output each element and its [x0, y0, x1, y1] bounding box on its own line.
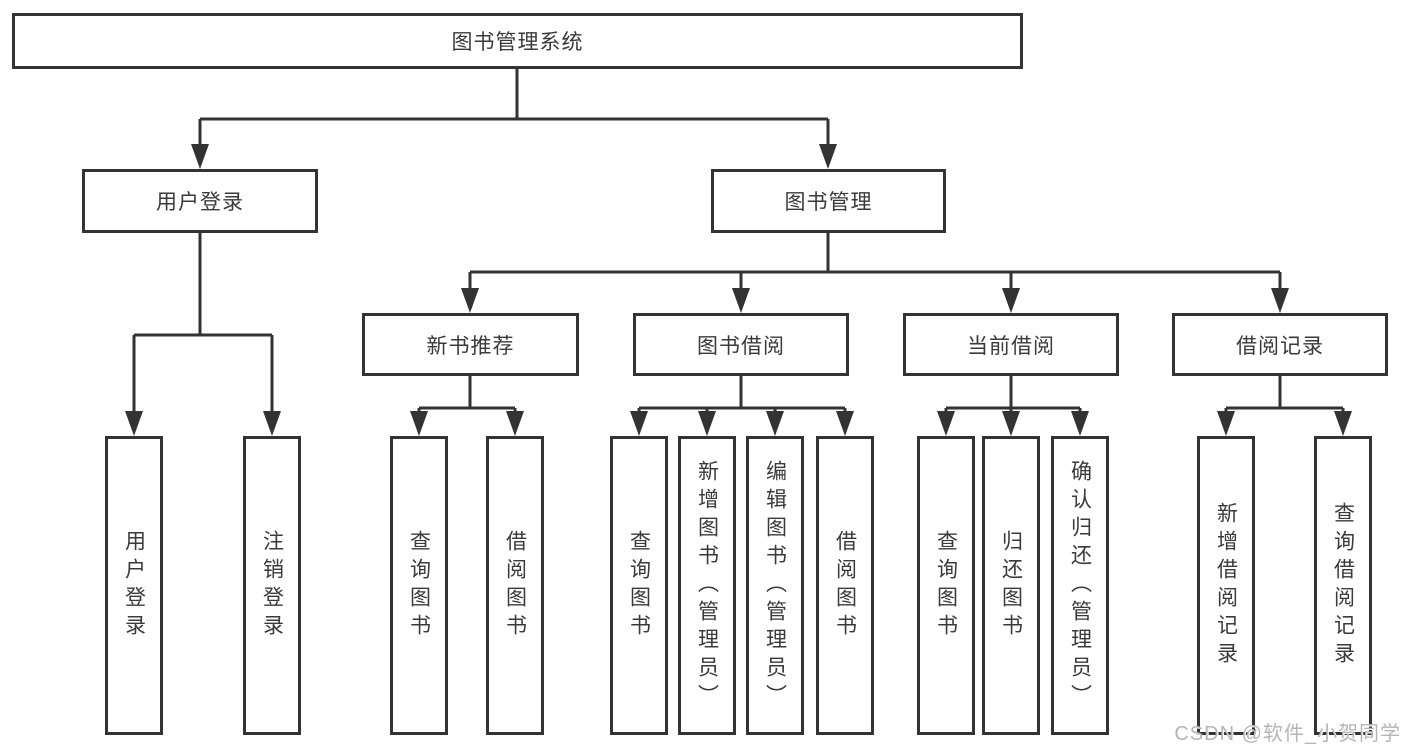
- leaf-query-books-current: 查询图书: [917, 436, 975, 735]
- leaf-label: 确认归还（管理员）: [1068, 459, 1092, 712]
- leaf-label: 查询借阅记录: [1331, 501, 1355, 670]
- leaf-label: 借阅图书: [833, 529, 857, 642]
- leaf-borrow-books: 借阅图书: [816, 436, 874, 735]
- leaf-edit-book-admin: 编辑图书（管理员）: [746, 436, 804, 735]
- leaf-add-borrow-record: 新增借阅记录: [1197, 436, 1255, 735]
- leaf-label: 归还图书: [999, 529, 1023, 642]
- node-borrow-records: 借阅记录: [1172, 313, 1388, 376]
- leaf-query-books-borrow: 查询图书: [610, 436, 668, 735]
- leaf-add-book-admin: 新增图书（管理员）: [678, 436, 736, 735]
- node-book-borrow: 图书借阅: [633, 313, 849, 376]
- leaf-label: 新增图书（管理员）: [695, 459, 719, 712]
- leaf-confirm-return-admin: 确认归还（管理员）: [1051, 436, 1109, 735]
- leaf-label: 查询图书: [407, 529, 431, 642]
- leaf-label: 注销登录: [260, 529, 284, 642]
- node-user-login: 用户登录: [82, 169, 318, 233]
- leaf-label: 用户登录: [122, 529, 146, 642]
- leaf-query-books-recommend: 查询图书: [390, 436, 448, 735]
- leaf-label: 借阅图书: [503, 529, 527, 642]
- leaf-return-book: 归还图书: [982, 436, 1040, 735]
- node-library-management-system: 图书管理系统: [12, 13, 1023, 69]
- leaf-label: 新增借阅记录: [1214, 501, 1238, 670]
- leaf-logout: 注销登录: [243, 436, 301, 735]
- node-book-management: 图书管理: [711, 169, 946, 233]
- node-current-borrow: 当前借阅: [903, 313, 1119, 376]
- leaf-label: 查询图书: [934, 529, 958, 642]
- arrowheads: [125, 144, 1352, 436]
- csdn-watermark: CSDN @软件_小贺同学: [1174, 723, 1401, 745]
- leaf-user-login: 用户登录: [105, 436, 163, 735]
- leaf-label: 编辑图书（管理员）: [763, 459, 787, 712]
- leaf-query-borrow-record: 查询借阅记录: [1314, 436, 1372, 735]
- leaf-label: 查询图书: [627, 529, 651, 642]
- node-new-book-recommend: 新书推荐: [362, 313, 579, 376]
- leaf-borrow-books-recommend: 借阅图书: [486, 436, 544, 735]
